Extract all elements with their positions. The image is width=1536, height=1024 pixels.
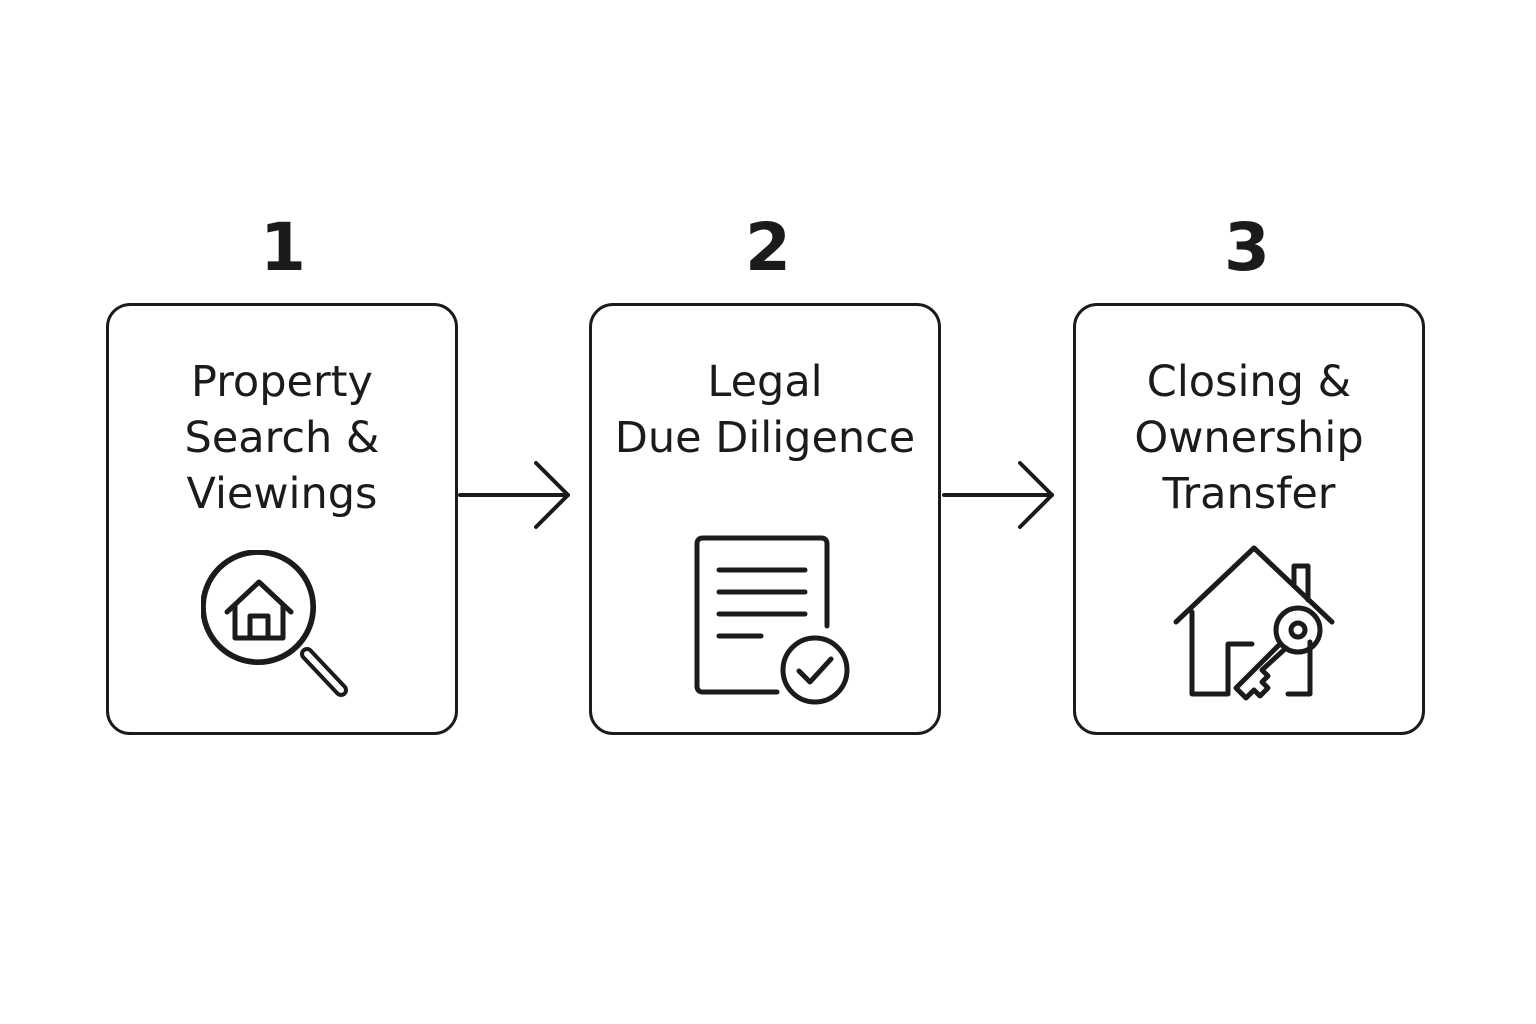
house-search-icon — [201, 550, 348, 697]
step-title-3: Closing & Ownership Transfer — [1076, 354, 1422, 522]
arrow-right-icon — [458, 461, 570, 529]
step-number-1: 1 — [260, 209, 306, 286]
step-title-line: Search & — [184, 413, 380, 463]
arrow-right-icon — [942, 461, 1054, 529]
document-check-icon — [694, 535, 850, 705]
step-title-line: Due Diligence — [614, 413, 916, 463]
step-title-line: Ownership — [1134, 413, 1364, 463]
step-title-line: Legal — [707, 357, 823, 407]
step-title-1: Property Search & Viewings — [109, 354, 455, 522]
step-card-closing-ownership: Closing & Ownership Transfer — [1073, 303, 1425, 735]
step-title-line: Transfer — [1162, 469, 1336, 519]
step-title-line: Property — [191, 357, 373, 407]
step-number-3: 3 — [1224, 209, 1270, 286]
step-title-2: Legal Due Diligence — [592, 354, 938, 466]
step-card-legal-due-diligence: Legal Due Diligence — [589, 303, 941, 735]
step-number-2: 2 — [745, 209, 791, 286]
house-key-icon — [1173, 545, 1335, 701]
step-title-line: Closing & — [1146, 357, 1352, 407]
step-title-line: Viewings — [186, 469, 378, 519]
step-card-property-search: Property Search & Viewings — [106, 303, 458, 735]
